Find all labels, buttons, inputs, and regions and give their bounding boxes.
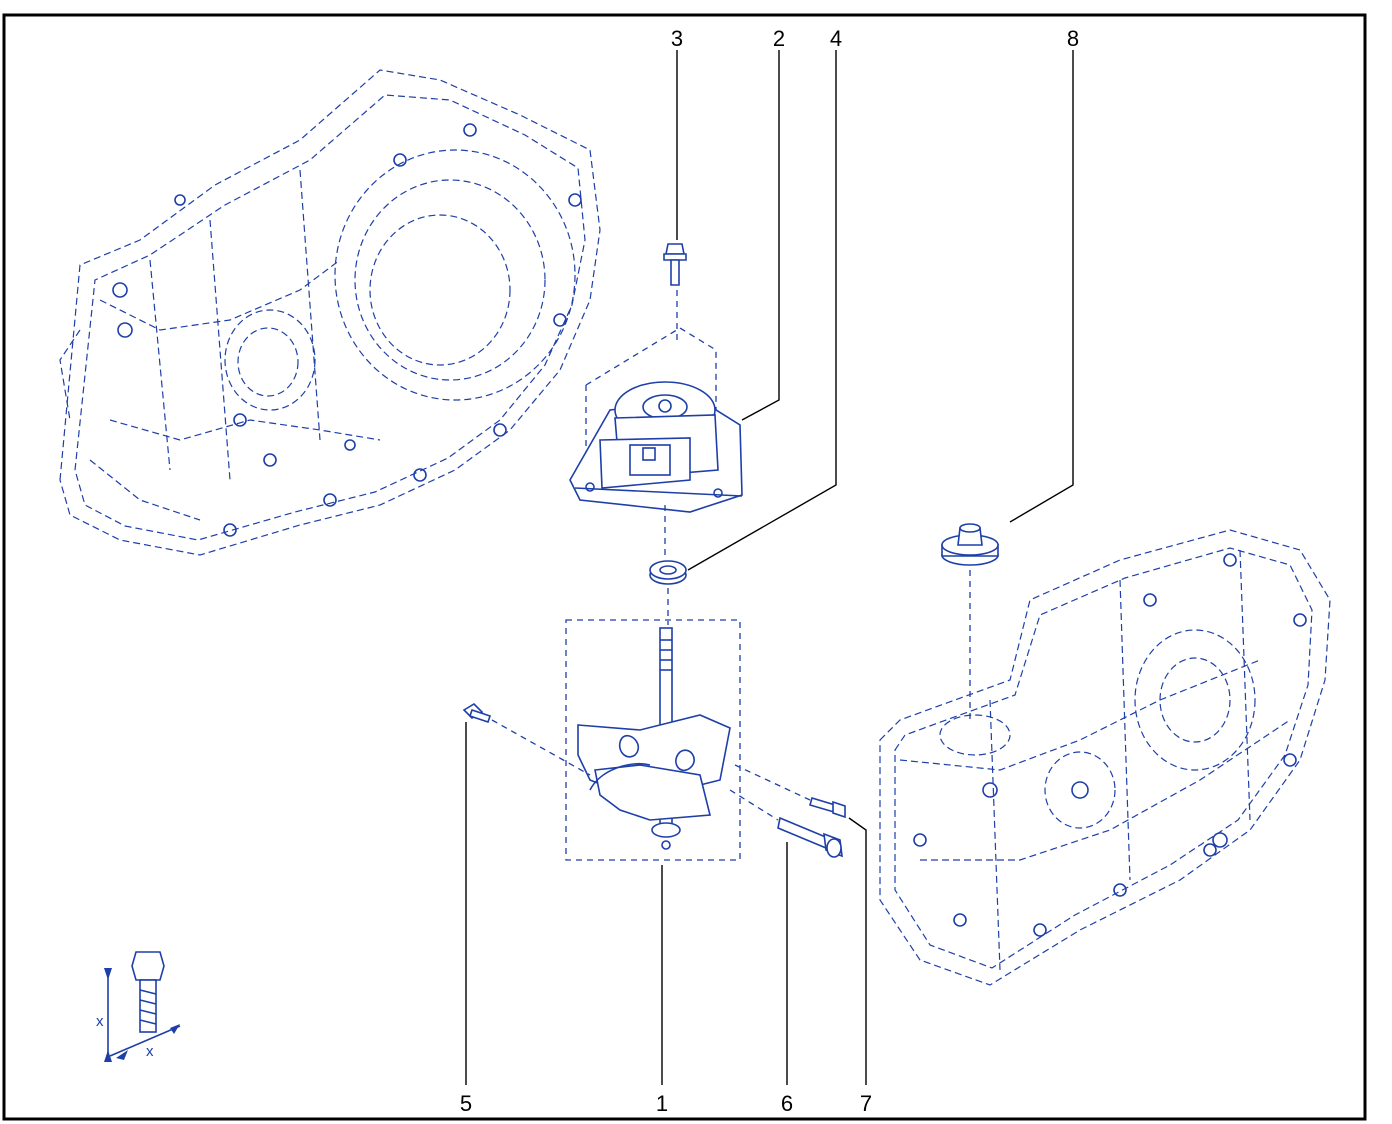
callout-7: 7 bbox=[860, 1091, 872, 1116]
bolt-part-3 bbox=[663, 243, 687, 345]
hint-label-horizontal: x bbox=[146, 1043, 154, 1060]
callout-leaders bbox=[465, 50, 1074, 1085]
cap-plug-part-8 bbox=[941, 523, 999, 720]
callout-labels: 3 2 4 8 5 1 6 7 bbox=[460, 26, 1079, 1116]
bolt-part-5 bbox=[462, 702, 591, 776]
seal-ring-part-4 bbox=[649, 560, 687, 625]
callout-5: 5 bbox=[460, 1091, 472, 1116]
bolt-length-hint-icon: x x bbox=[96, 951, 181, 1062]
diagram-frame bbox=[2, 13, 1367, 1121]
callout-1: 1 bbox=[656, 1091, 668, 1116]
clutch-housing-left bbox=[59, 69, 601, 556]
callout-4: 4 bbox=[830, 26, 842, 51]
callout-8: 8 bbox=[1067, 26, 1079, 51]
bolt-part-6 bbox=[729, 789, 843, 858]
callout-3: 3 bbox=[671, 26, 683, 51]
callout-2: 2 bbox=[773, 26, 785, 51]
callout-6: 6 bbox=[781, 1091, 793, 1116]
selector-shaft-assembly-part-1 bbox=[565, 619, 741, 861]
sensor-module-part-2 bbox=[569, 327, 743, 555]
bolt-part-7 bbox=[734, 764, 846, 819]
hint-label-vertical: x bbox=[96, 1013, 104, 1030]
gearbox-housing-right bbox=[879, 529, 1331, 986]
